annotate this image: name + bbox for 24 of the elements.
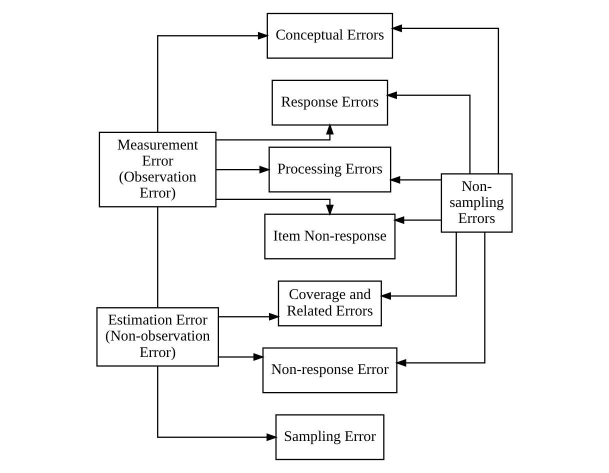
arrow (157, 32, 270, 132)
arrow (380, 232, 457, 300)
arrow (393, 216, 442, 224)
node-box: Estimation Error (Non-observation Error) (96, 307, 219, 367)
arrow (389, 176, 442, 184)
node-box: Conceptual Errors (266, 12, 394, 59)
connector (157, 207, 158, 308)
node-box: Sampling Error (275, 414, 384, 460)
arrow (216, 123, 334, 140)
node-box: Item Non-response (264, 214, 396, 260)
node-box: Response Errors (272, 80, 388, 126)
arrow (218, 312, 280, 321)
arrow (218, 353, 265, 361)
node-box: Non-sampling Errors (440, 173, 513, 233)
arrow (216, 166, 271, 174)
node-box: Processing Errors (268, 146, 392, 193)
arrow (395, 232, 486, 367)
node-box: Measurement Error (Observation Error) (98, 132, 217, 208)
node-box: Non-response Error (262, 347, 398, 394)
arrow (157, 366, 278, 442)
arrow (216, 198, 334, 216)
node-box: Coverage and Related Errors (278, 280, 382, 326)
arrow (390, 24, 500, 174)
arrow (386, 91, 471, 174)
